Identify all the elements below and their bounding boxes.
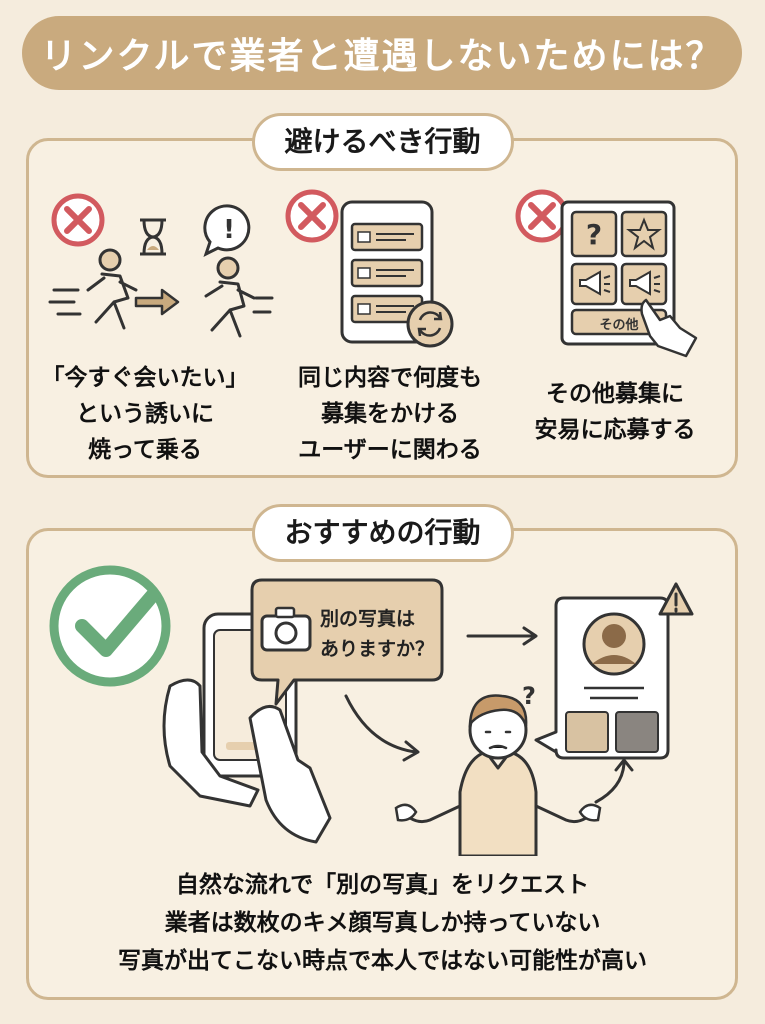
item2-illustration bbox=[285, 189, 454, 348]
svg-text:?: ? bbox=[522, 682, 536, 710]
bubble-line: ありますか？ bbox=[320, 638, 435, 660]
caption-line: 安易に応募する bbox=[534, 417, 696, 443]
caption-line: 同じ内容で何度も bbox=[298, 365, 482, 391]
caption-line: 「今すぐ会いたい」 bbox=[41, 365, 249, 391]
misc-button-label: その他 bbox=[599, 318, 639, 333]
warning-icon bbox=[658, 582, 694, 616]
bubble-line: 別の写真は bbox=[320, 608, 416, 630]
hourglass-icon bbox=[140, 218, 166, 256]
megaphone-icon bbox=[570, 262, 668, 306]
pointing-hand-icon bbox=[640, 298, 698, 358]
confused-man-icon: ? bbox=[394, 682, 602, 856]
recommend-line: 自然な流れで「別の写真」をリクエスト bbox=[175, 872, 590, 898]
recommend-text: 自然な流れで「別の写真」をリクエスト 業者は数枚のキメ顔写真しか持っていない 写… bbox=[40, 866, 725, 980]
list-screen-icon bbox=[340, 200, 434, 344]
profile-card-icon bbox=[534, 596, 670, 760]
caption-line: 焼って乗る bbox=[88, 437, 202, 463]
page-title: リンクルで業者と遭遇しないためには？ bbox=[22, 16, 742, 90]
svg-text:!: ! bbox=[223, 215, 235, 245]
photo-request-bubble: 別の写真は ありますか？ bbox=[320, 604, 440, 664]
camera-icon bbox=[260, 606, 312, 652]
avoid-caption-1: 「今すぐ会いたい」 という誘いに 焼って乗る bbox=[40, 360, 250, 468]
recommend-line: 業者は数枚のキメ顔写真しか持っていない bbox=[164, 910, 601, 936]
cross-icon bbox=[515, 189, 569, 243]
caption-line: その他募集に bbox=[546, 381, 684, 407]
refresh-icon bbox=[406, 300, 454, 348]
cross-icon bbox=[51, 193, 105, 247]
caption-line: という誘いに bbox=[76, 401, 214, 427]
recommend-illustration: ? bbox=[49, 565, 694, 856]
avoid-caption-3: その他募集に 安易に応募する bbox=[510, 376, 720, 448]
recommend-heading: おすすめの行動 bbox=[251, 504, 514, 562]
running-person-icon bbox=[86, 248, 256, 338]
item3-illustration: ? bbox=[515, 189, 698, 358]
check-icon bbox=[49, 565, 171, 687]
item1-illustration: ! bbox=[48, 193, 274, 338]
speech-bubble bbox=[250, 578, 444, 706]
svg-text:?: ? bbox=[586, 218, 602, 251]
question-icon: ? bbox=[570, 210, 618, 258]
exclamation-icon: ! bbox=[203, 204, 251, 257]
cross-icon bbox=[285, 189, 339, 243]
avoid-heading: 避けるべき行動 bbox=[251, 113, 514, 171]
star-icon bbox=[620, 210, 668, 258]
recommend-line: 写真が出てこない時点で本人ではない可能性が高い bbox=[118, 948, 647, 974]
caption-line: ユーザーに関わる bbox=[298, 437, 482, 463]
avoid-caption-2: 同じ内容で何度も 募集をかける ユーザーに関わる bbox=[275, 360, 505, 468]
arrow-icon bbox=[134, 288, 180, 316]
caption-line: 募集をかける bbox=[321, 401, 459, 427]
